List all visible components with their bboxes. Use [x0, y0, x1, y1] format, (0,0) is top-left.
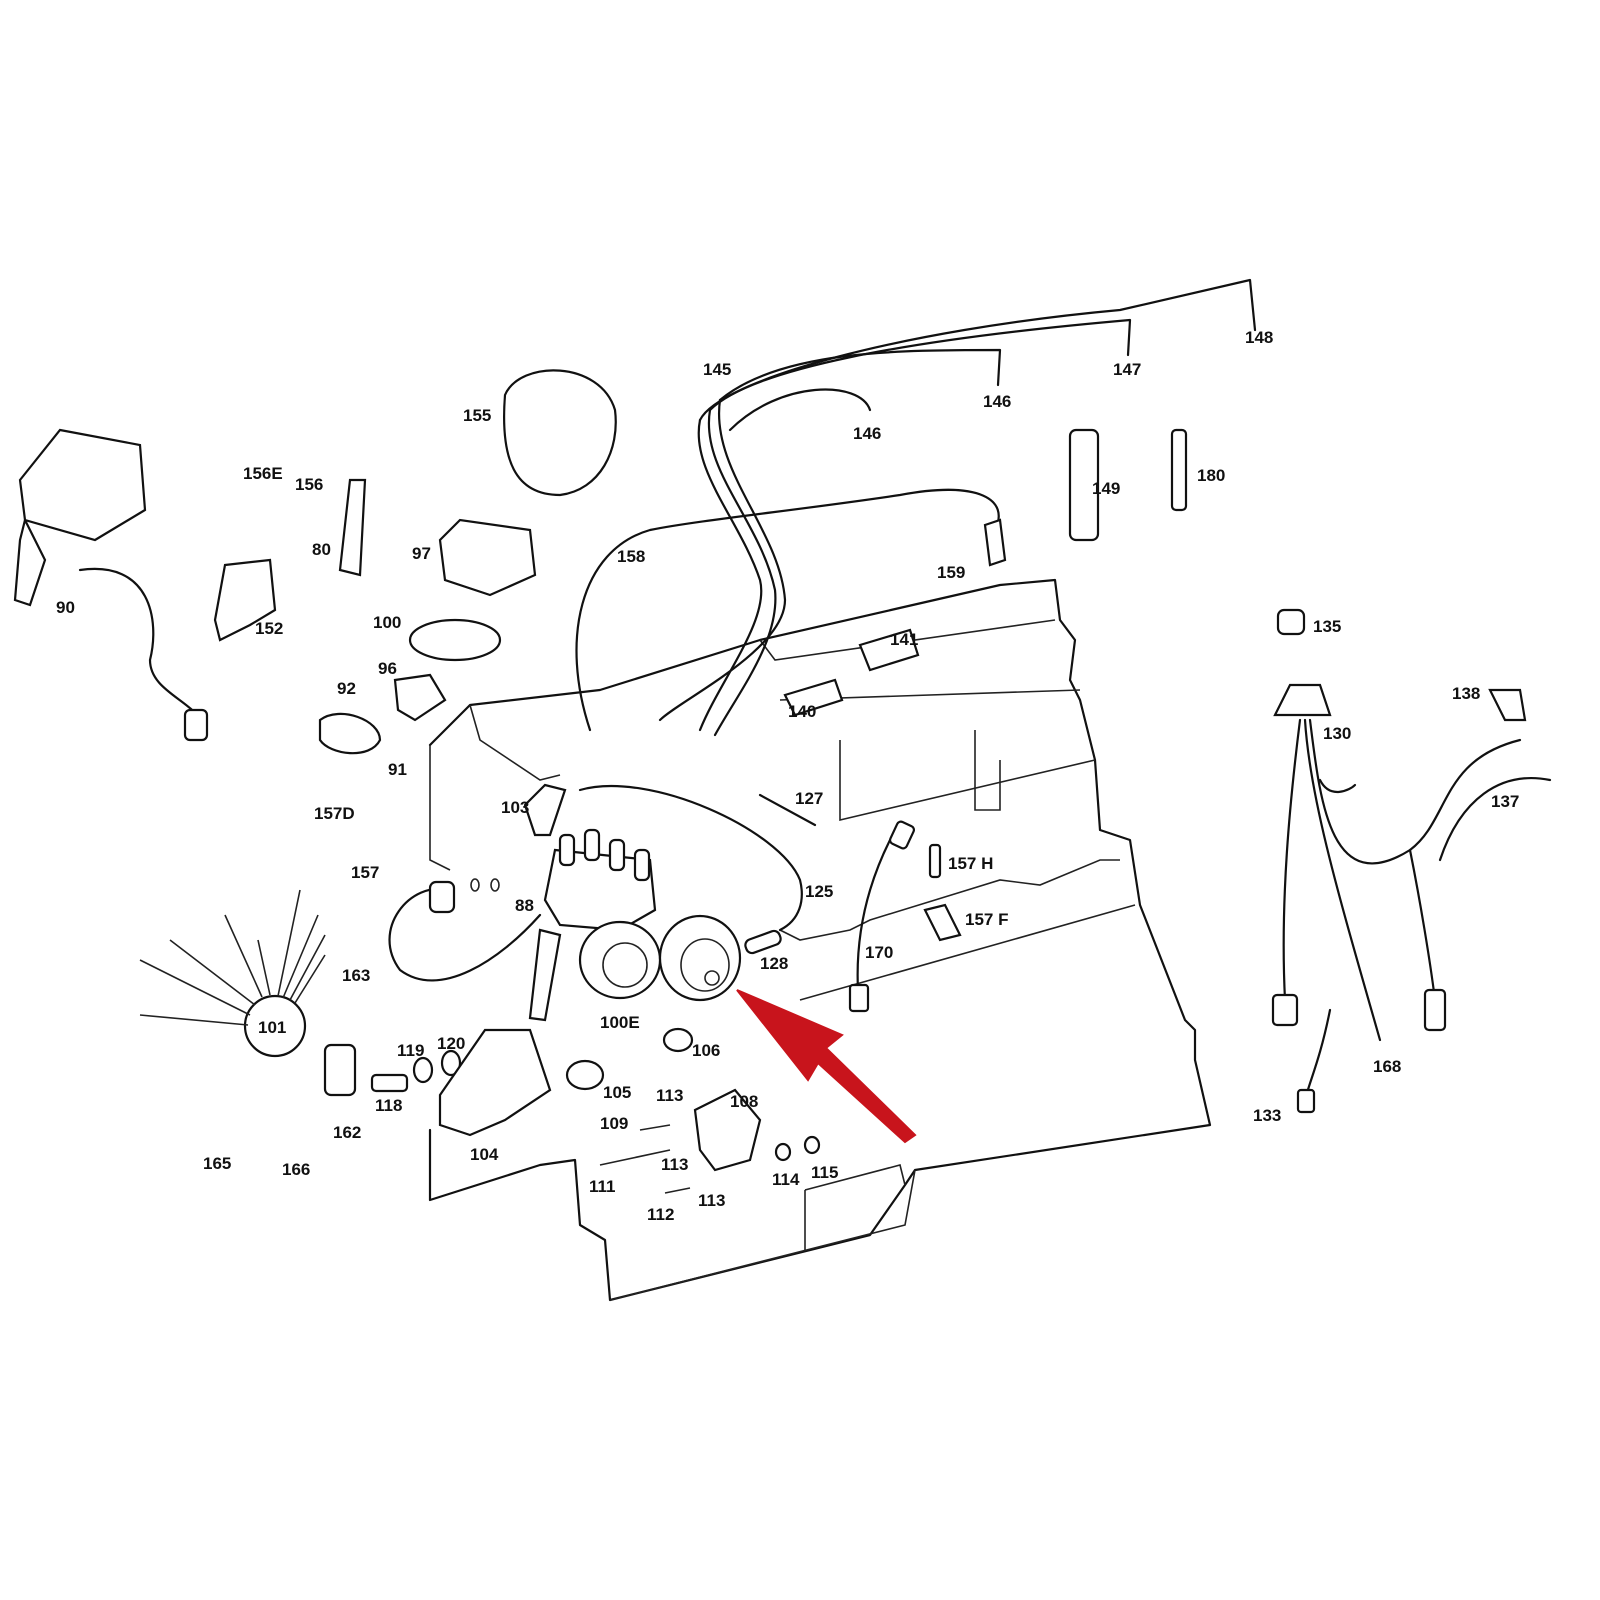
label-120: 120	[437, 1034, 465, 1053]
label-180: 180	[1197, 466, 1225, 485]
label-140: 140	[788, 702, 816, 721]
label-137: 137	[1491, 792, 1519, 811]
misc-parts	[139, 369, 1188, 1194]
label-157: 157	[351, 863, 379, 882]
label-170: 170	[865, 943, 893, 962]
label-100E: 100E	[600, 1013, 640, 1032]
vacuum-unit	[658, 914, 782, 1002]
label-156: 156	[295, 475, 323, 494]
label-165: 165	[203, 1154, 231, 1173]
label-114: 114	[772, 1170, 800, 1189]
label-146: 146	[853, 424, 881, 443]
label-166: 166	[282, 1160, 310, 1179]
label-113: 113	[656, 1086, 683, 1105]
label-106: 106	[692, 1041, 720, 1060]
label-155: 155	[463, 406, 491, 425]
label-141: 141	[890, 630, 918, 649]
label-92: 92	[337, 679, 356, 698]
label-113: 113	[698, 1191, 725, 1210]
label-103: 103	[501, 798, 529, 817]
label-162: 162	[333, 1123, 361, 1142]
label-127: 127	[795, 789, 823, 808]
part-labels: 148 147 146 146 145 155 156E 156 80 97 1…	[56, 328, 1519, 1224]
label-156E: 156E	[243, 464, 283, 483]
distributor-90	[13, 428, 209, 742]
label-146: 146	[983, 392, 1011, 411]
label-157H: 157 H	[948, 854, 993, 873]
ignition-wire-harness	[388, 278, 1257, 1013]
label-80: 80	[312, 540, 331, 559]
label-125: 125	[805, 882, 833, 901]
label-108: 108	[730, 1092, 758, 1111]
label-104: 104	[470, 1145, 499, 1164]
label-145: 145	[703, 360, 731, 379]
label-101: 101	[258, 1018, 286, 1037]
label-112: 112	[647, 1205, 674, 1224]
label-147: 147	[1113, 360, 1141, 379]
label-168: 168	[1373, 1057, 1401, 1076]
label-149: 149	[1092, 479, 1120, 498]
label-163: 163	[342, 966, 370, 985]
label-88: 88	[515, 896, 534, 915]
label-111: 111	[589, 1177, 616, 1196]
label-130: 130	[1323, 724, 1351, 743]
label-135: 135	[1313, 617, 1341, 636]
label-157D: 157D	[314, 804, 355, 823]
label-115: 115	[811, 1163, 838, 1182]
label-105: 105	[603, 1083, 631, 1102]
label-148: 148	[1245, 328, 1273, 347]
label-133: 133	[1253, 1106, 1281, 1125]
label-158: 158	[617, 547, 645, 566]
label-152: 152	[255, 619, 283, 638]
label-128: 128	[760, 954, 788, 973]
label-109: 109	[600, 1114, 628, 1133]
label-113: 113	[661, 1155, 688, 1174]
label-100: 100	[373, 613, 401, 632]
distributor-88	[528, 828, 662, 1022]
label-90: 90	[56, 598, 75, 617]
label-159: 159	[937, 563, 965, 582]
label-97: 97	[412, 544, 431, 563]
label-91: 91	[388, 760, 407, 779]
label-138: 138	[1452, 684, 1480, 703]
label-157F: 157 F	[965, 910, 1008, 929]
red-arrow-indicator	[736, 989, 917, 1144]
label-119: 119	[397, 1041, 424, 1060]
right-harness	[1271, 608, 1552, 1114]
label-96: 96	[378, 659, 397, 678]
label-118: 118	[375, 1096, 402, 1115]
